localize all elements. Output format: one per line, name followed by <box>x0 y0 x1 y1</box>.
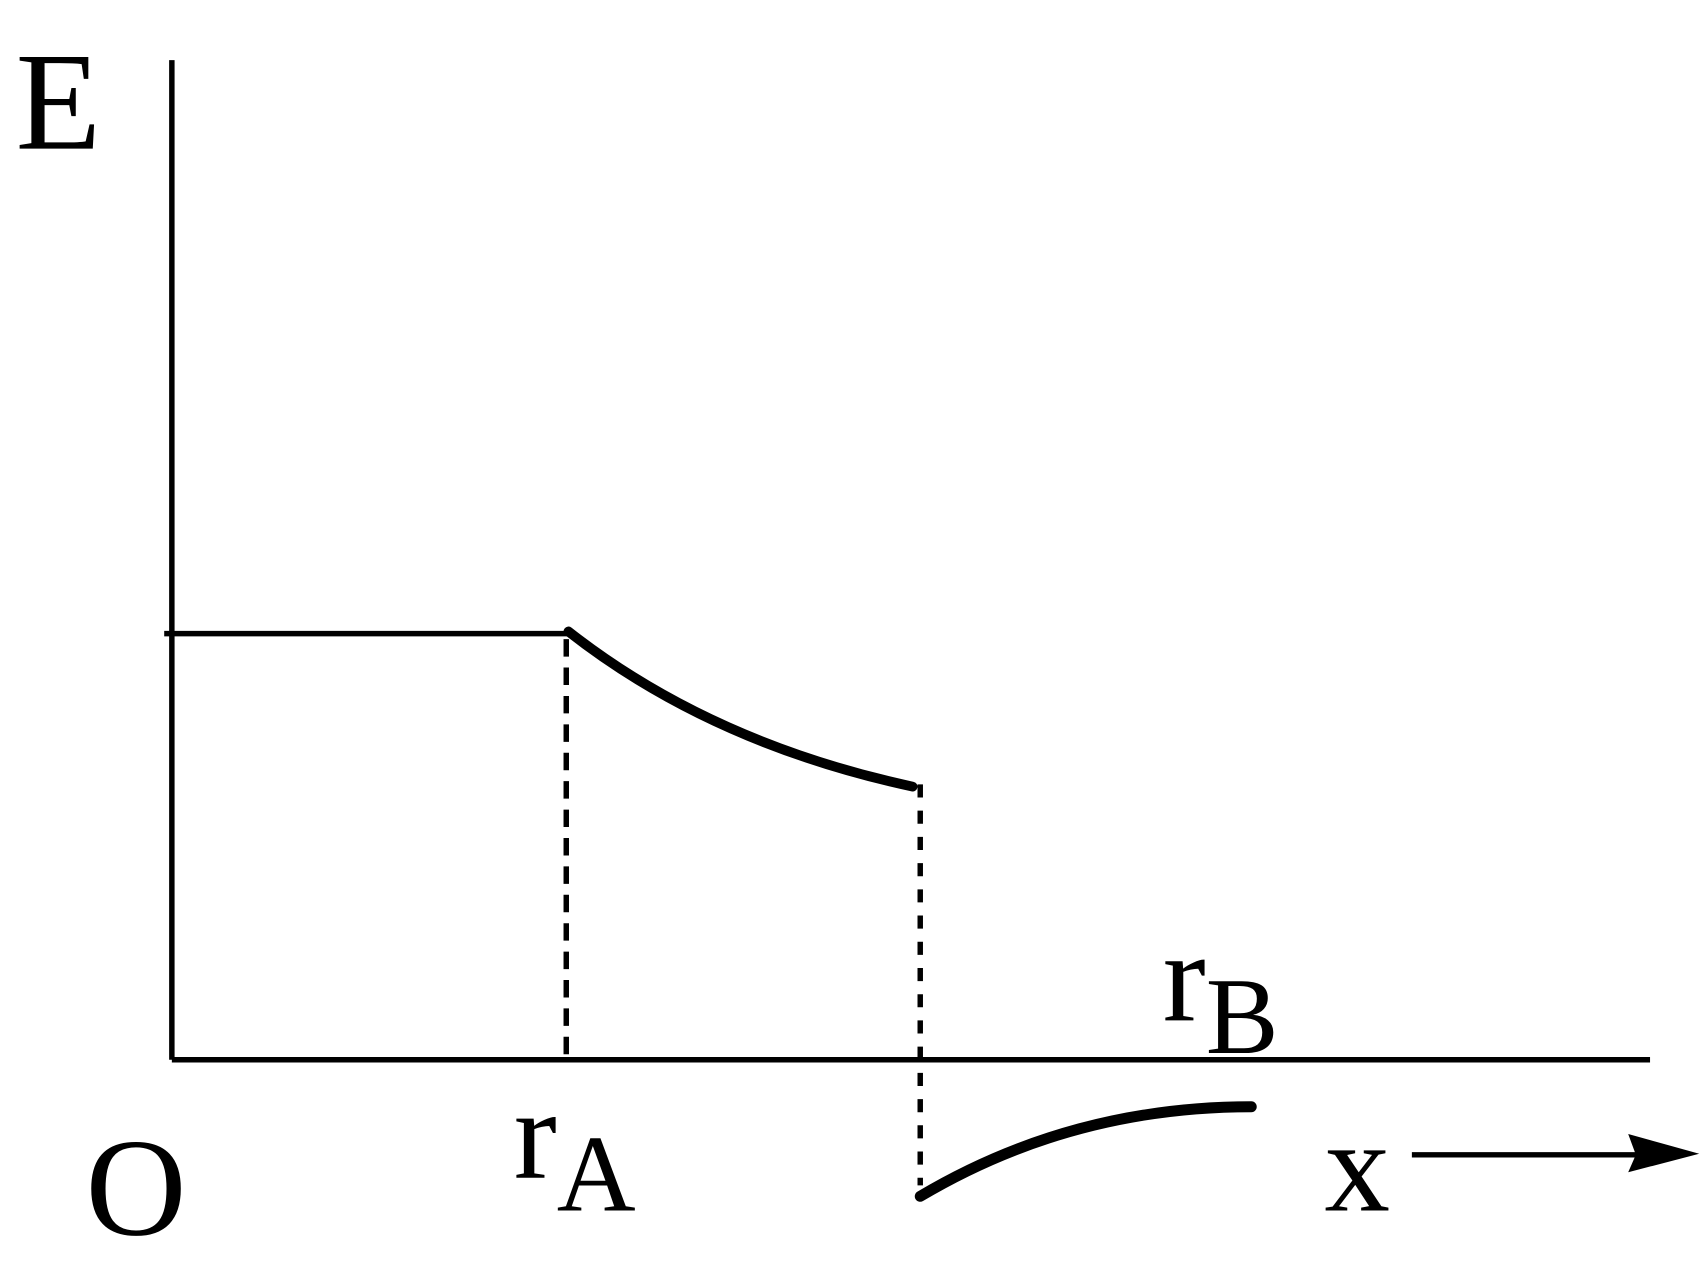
negative-field-curve <box>914 1101 1257 1202</box>
y-axis-label: E <box>16 25 101 180</box>
origin-label: O <box>86 1111 187 1266</box>
ra-label: rA <box>514 1063 636 1235</box>
arrow-head-icon <box>1628 1134 1700 1173</box>
x-axis-label: x <box>1324 1095 1390 1240</box>
rb-label: rB <box>1163 905 1279 1077</box>
decaying-field-curve <box>563 626 918 792</box>
